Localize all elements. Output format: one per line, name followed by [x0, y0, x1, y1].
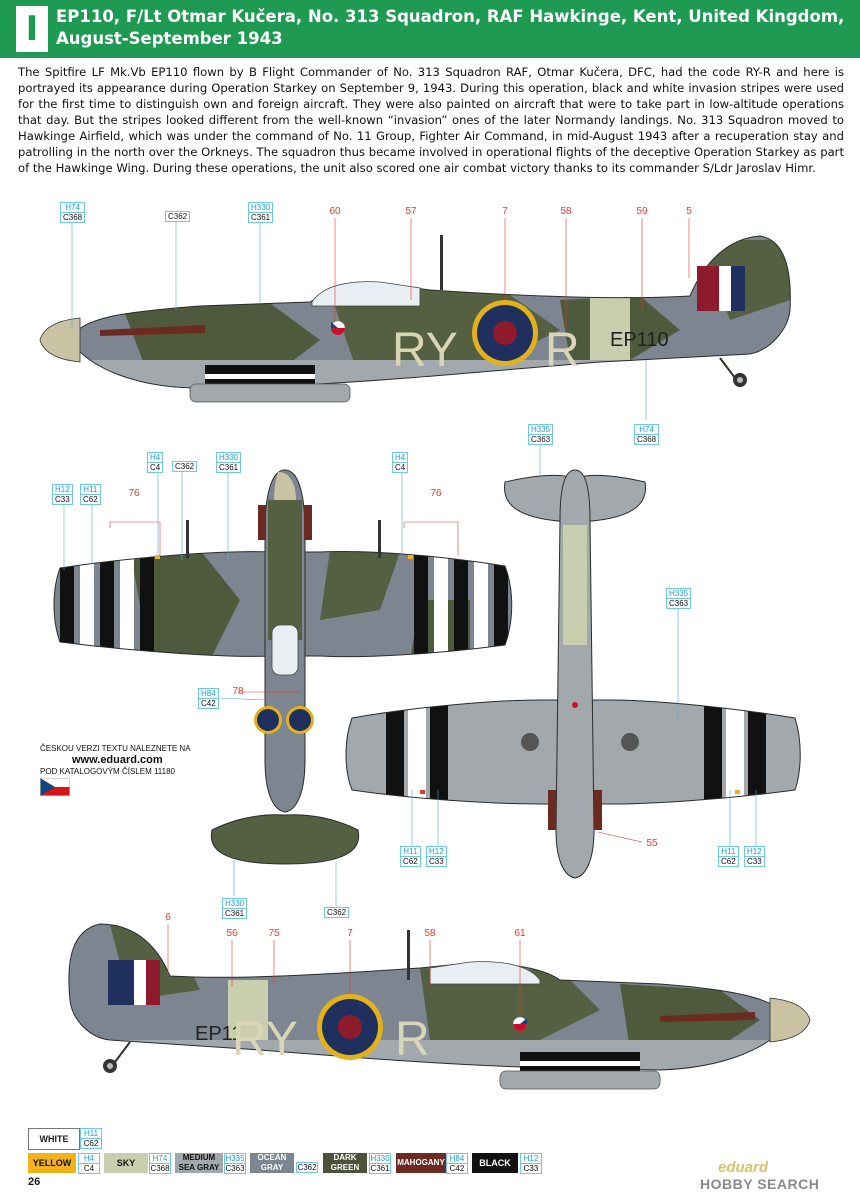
czech-version-note: ČESKOU VERZI TEXTU NALEZNETE NA www.edua…: [40, 744, 240, 777]
decal-number: 76: [128, 488, 140, 499]
profile-letter-badge: I: [16, 6, 48, 52]
legend-code-ocean-gray: C362: [296, 1162, 318, 1173]
page-title: EP110, F/Lt Otmar Kučera, No. 313 Squadr…: [56, 7, 845, 48]
upper-plan-view: [53, 469, 513, 865]
legend-chip-black: BLACK: [472, 1153, 518, 1173]
callout-ocean-gray-tail: C362: [324, 907, 350, 918]
serial-number: EP110: [610, 329, 669, 351]
code-letters-ry-left: RY: [232, 1013, 298, 1066]
legend-chip-ocean-gray: OCEAN GRAY: [250, 1153, 294, 1173]
decal-number: 5: [686, 206, 692, 217]
decal-number: 7: [347, 928, 353, 939]
callout-ocean-gray: C362: [165, 211, 191, 222]
eduard-logo: eduard: [718, 1159, 769, 1176]
decal-number: 76: [430, 488, 442, 499]
code-letters-ry: RY: [392, 324, 458, 377]
callout-leader-lines: [63, 222, 757, 906]
legend-chip-mahogany: MAHOGANY: [396, 1153, 446, 1173]
decal-number: 58: [424, 928, 436, 939]
decal-number: 78: [232, 686, 244, 697]
code-letter-r: R: [545, 324, 580, 377]
callout-ocean-gray-wing: C362: [172, 461, 198, 472]
legend-chip-medium-sea-gray: MEDIUM SEA GRAY: [175, 1153, 223, 1173]
eduard-url-link[interactable]: www.eduard.com: [72, 754, 163, 766]
decal-number: 60: [329, 206, 341, 217]
decal-number: 6: [165, 912, 171, 923]
decal-number: 59: [636, 206, 648, 217]
legend-chip-yellow: YELLOW: [28, 1153, 76, 1173]
legend-chip-dark-green: DARK GREEN: [323, 1153, 367, 1173]
decal-number: 75: [268, 928, 280, 939]
description-paragraph: The Spitfire LF Mk.Vb EP110 flown by B F…: [18, 65, 844, 175]
hobby-search-watermark: HOBBY SEARCH: [700, 1176, 820, 1192]
header-bar: I EP110, F/Lt Otmar Kučera, No. 313 Squa…: [0, 0, 860, 58]
code-letter-r-left: R: [395, 1013, 430, 1066]
decal-number: 7: [502, 206, 508, 217]
lower-plan-view: [345, 469, 801, 879]
side-profile-right: RY R EP110: [39, 235, 791, 403]
czech-flag-icon: [40, 778, 70, 796]
page-number: 26: [28, 1176, 41, 1188]
serial-number-partial: EP11: [195, 1023, 242, 1045]
decal-number: 56: [226, 928, 238, 939]
number-leader-lines: [109, 218, 690, 1016]
decal-number: 61: [514, 928, 526, 939]
legend-chip-white: WHITE: [28, 1128, 80, 1150]
side-profile-left: EP11 RY R: [68, 923, 811, 1090]
legend-chip-sky: SKY: [104, 1153, 148, 1173]
decal-number: 57: [405, 206, 417, 217]
decal-number: 58: [560, 206, 572, 217]
decal-number: 55: [646, 838, 658, 849]
